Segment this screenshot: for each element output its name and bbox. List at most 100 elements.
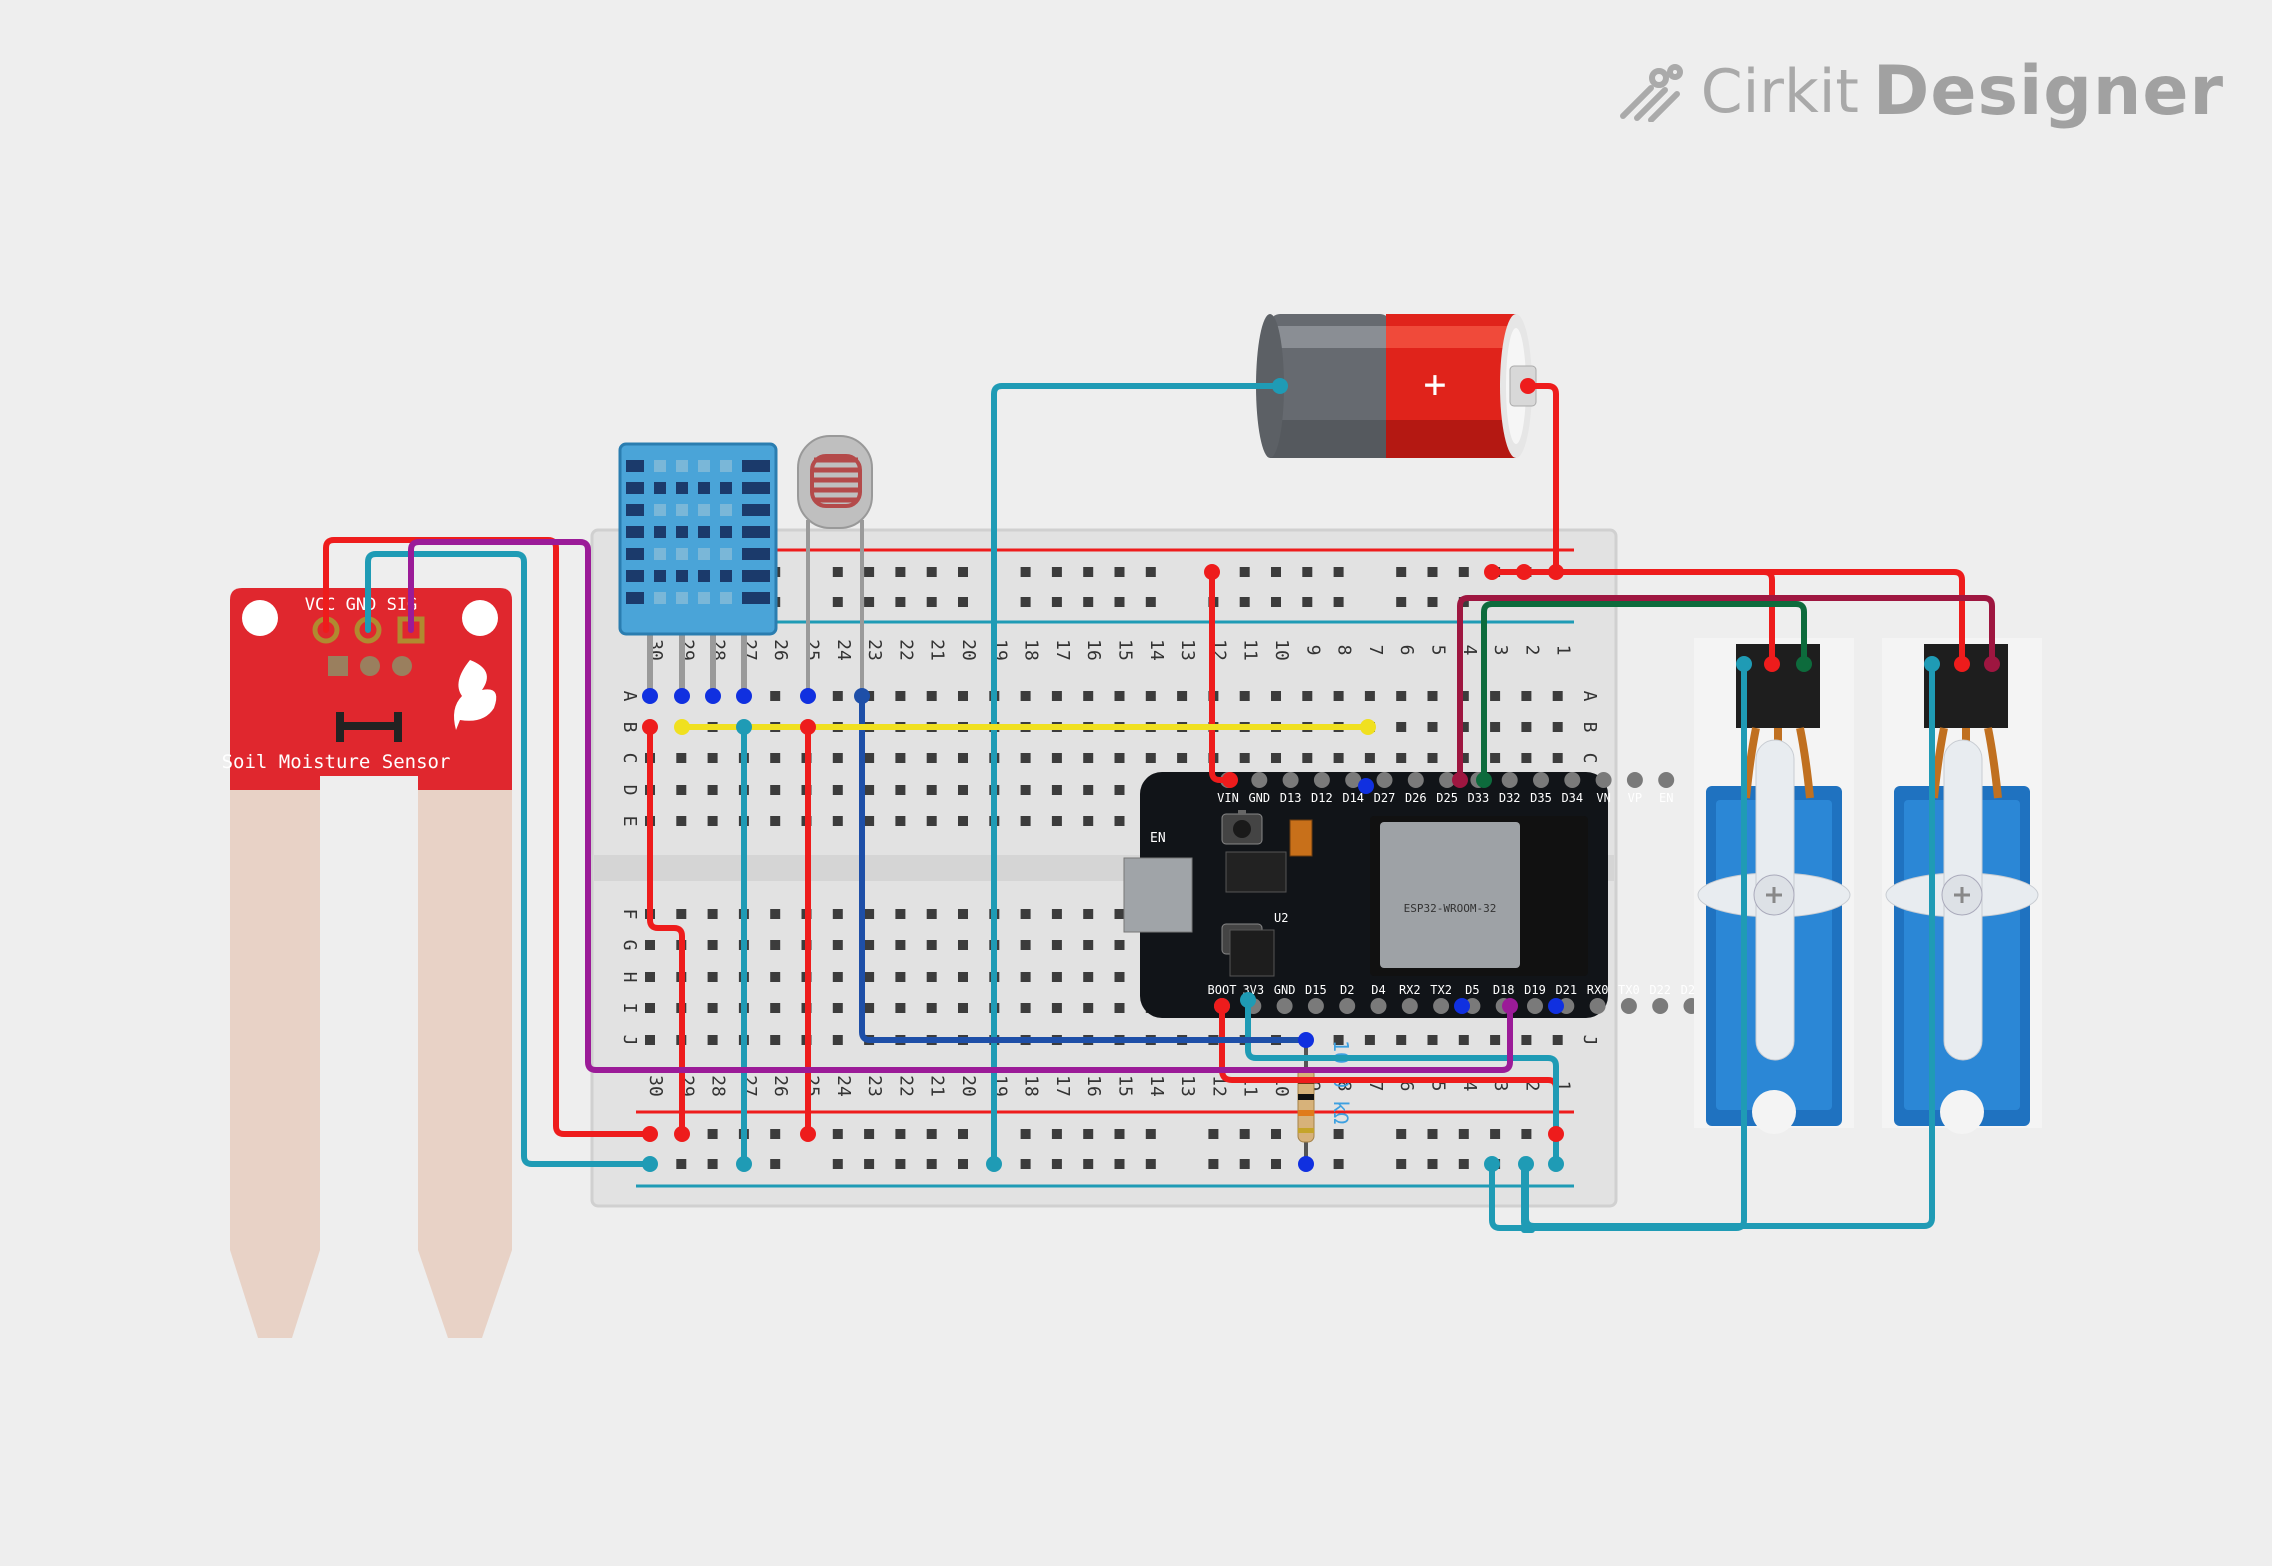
servo-motor-1[interactable] [1694,638,1854,1134]
rail-hole [1396,1129,1407,1139]
breadboard-hole [1083,691,1094,701]
connection-dot [1984,656,2000,672]
breadboard-hole [864,940,875,950]
dht11-sensor[interactable] [618,442,778,696]
breadboard-hole [864,753,875,763]
column-label: 14 [1146,639,1167,661]
connection-dot [1548,1156,1564,1172]
breadboard-hole [1020,785,1031,795]
grille-slot [742,504,770,516]
breadboard-hole [958,753,968,763]
module-label: ESP32-WROOM-32 [1404,902,1497,915]
connection-points [642,378,2000,1172]
row-label: C [619,753,640,764]
rail-hole [1333,597,1344,607]
breadboard-hole [1114,1003,1125,1013]
rail-hole [1458,1159,1469,1169]
rail-hole [832,597,843,607]
column-label: 5 [1428,1081,1449,1092]
pin-label: D22 [1649,983,1671,997]
breadboard-hole [1490,1035,1501,1045]
breadboard-hole [770,909,781,919]
column-label: 2 [1521,1081,1542,1092]
column-label: 4 [1459,645,1480,656]
grille-slot [626,460,644,472]
column-label: 6 [1396,1081,1417,1092]
breadboard-hole [707,909,718,919]
header-pin [1276,998,1293,1014]
servo-motor-2[interactable] [1882,638,2042,1134]
grille-slot [676,570,688,582]
connection-dot [1736,656,1752,672]
breadboard-hole [707,816,718,826]
header-pin [1439,772,1456,788]
rail-hole [864,1159,875,1169]
connection-dot [1222,772,1238,788]
breadboard-hole [1302,691,1313,701]
breadboard-hole [895,940,906,950]
breadboard-hole [1177,691,1188,701]
breadboard-hole [770,785,781,795]
connection-dot [1484,564,1500,580]
breadboard-hole [926,785,937,795]
column-label: 30 [645,1075,666,1097]
grille-slot [626,592,644,604]
soil-moisture-sensor[interactable]: VCC GND SIG Soil Moisture Sensor [222,588,512,1338]
breadboard-hole [1083,940,1094,950]
rail-hole [1396,1159,1407,1169]
rail-hole [895,1129,906,1139]
column-label: 24 [833,1075,854,1097]
breadboard-hole [707,972,718,982]
rail-hole [1239,567,1250,577]
breadboard-hole [1396,691,1407,701]
breadboard-hole [1020,691,1031,701]
breadboard-hole [895,816,906,826]
rail-hole [1427,1129,1438,1139]
breadboard-hole [645,940,655,950]
column-label: 7 [1365,1081,1386,1092]
header-pin [1501,772,1518,788]
column-label: 22 [895,1075,916,1097]
photoresistor[interactable] [797,435,873,696]
pin-label: TX2 [1430,983,1452,997]
battery-plus-label: + [1424,362,1447,406]
wire-battery-plus [1489,383,1559,575]
grille-slot [676,482,688,494]
column-label: 10 [1271,639,1292,661]
header-pin [1564,772,1581,788]
wire-dht-vcc [647,725,685,1137]
breadboard-hole [1396,722,1407,732]
grille-slot [720,460,732,472]
rail-hole [1083,1159,1094,1169]
rail-hole [1114,567,1125,577]
breadboard-hole [1239,753,1250,763]
breadboard-hole [958,1003,968,1013]
wire-vin [1209,569,1233,783]
column-label: 23 [864,639,885,661]
breadboard-hole [1458,753,1469,763]
column-label: 25 [802,1075,823,1097]
column-label: 8 [1334,1081,1355,1092]
connection-dot [642,1126,658,1142]
grille-slot [742,548,770,560]
header-pin [1345,772,1362,788]
grille-slot [742,482,770,494]
rail-hole [1051,1159,1062,1169]
usb-c-port [1123,857,1193,933]
breadboard-hole [832,940,843,950]
grille-slot [654,570,666,582]
grille-slot [676,526,688,538]
rail-hole [926,1159,937,1169]
breadboard-hole [1051,785,1062,795]
rail-hole [1145,597,1156,607]
chip-u2-label: U2 [1274,911,1288,925]
header-pin [1376,772,1393,788]
breadboard-hole [926,909,937,919]
battery[interactable]: + [1256,314,1537,458]
product-name: Designer [1872,52,2224,131]
rail-hole [958,567,968,577]
column-label: 9 [1302,645,1323,656]
